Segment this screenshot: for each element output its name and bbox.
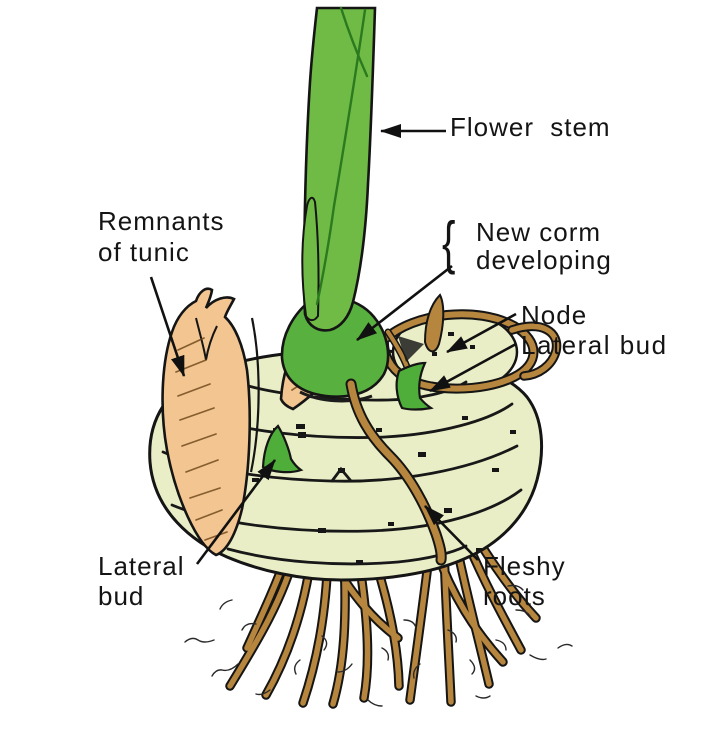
- label-remnants-line2: of tunic: [98, 237, 190, 267]
- leaf-sheath: [301, 196, 320, 322]
- fleshy-roots-illustration: [184, 540, 573, 707]
- label-new-corm-line1: New corm: [476, 217, 602, 247]
- label-fleshy-roots-line1: Fleshy: [483, 551, 566, 581]
- label-fleshy-roots-line2: roots: [483, 581, 546, 611]
- label-node: Node: [521, 300, 588, 330]
- label-new-corm-line2: developing: [476, 245, 612, 275]
- root-hairs: [184, 584, 573, 707]
- lateral-bud-left-arrow: [195, 459, 277, 565]
- label-lateral-bud-left: Lateral bud: [98, 551, 185, 611]
- lateral-bud-right-arrow: [429, 342, 517, 393]
- label-lateral-bud-left-line1: Lateral: [98, 551, 185, 581]
- flower-stem-illustration: [301, 6, 377, 332]
- label-lateral-bud-right: Lateral bud: [521, 330, 668, 360]
- lateral-bud-right-illustration: [395, 361, 434, 411]
- label-flower-stem: Flower stem: [450, 112, 611, 142]
- label-remnants-line1: Remnants: [98, 206, 225, 236]
- new-corm-arrow: [356, 264, 453, 342]
- label-fleshy-roots: Fleshy roots: [483, 551, 566, 611]
- node-arrow: [446, 312, 517, 354]
- node-loop-shoots: [384, 293, 557, 389]
- shoot-spike: [423, 293, 445, 353]
- label-remnants-of-tunic: Remnants of tunic: [98, 206, 225, 268]
- leader-lines: [149, 124, 517, 565]
- remnants-arrow: [149, 276, 186, 377]
- label-new-corm: New corm developing: [476, 218, 612, 274]
- fleshy-roots-arrow: [424, 505, 479, 561]
- label-lateral-bud-left-line2: bud: [98, 581, 145, 611]
- label-new-corm-brace: {: [442, 208, 457, 275]
